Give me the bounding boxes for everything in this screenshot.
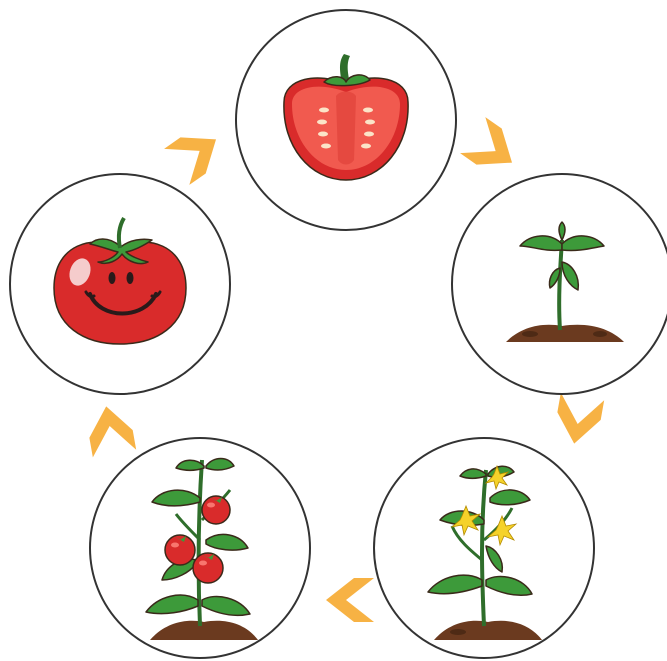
stage-flowering-plant xyxy=(374,438,594,658)
arrow-fruiting-to-ripe xyxy=(85,403,137,458)
stage-fruiting-plant xyxy=(90,438,310,658)
stage-sliced-tomato xyxy=(236,10,456,230)
stage-ripe-tomato xyxy=(10,174,230,394)
arrow-flowering-to-fruiting xyxy=(326,578,374,622)
arrow-seedling-to-flowering xyxy=(553,393,605,448)
stage-seedling xyxy=(452,174,667,394)
arrow-sliced-to-seedling xyxy=(460,117,525,181)
arrow-ripe-to-sliced xyxy=(164,121,229,185)
